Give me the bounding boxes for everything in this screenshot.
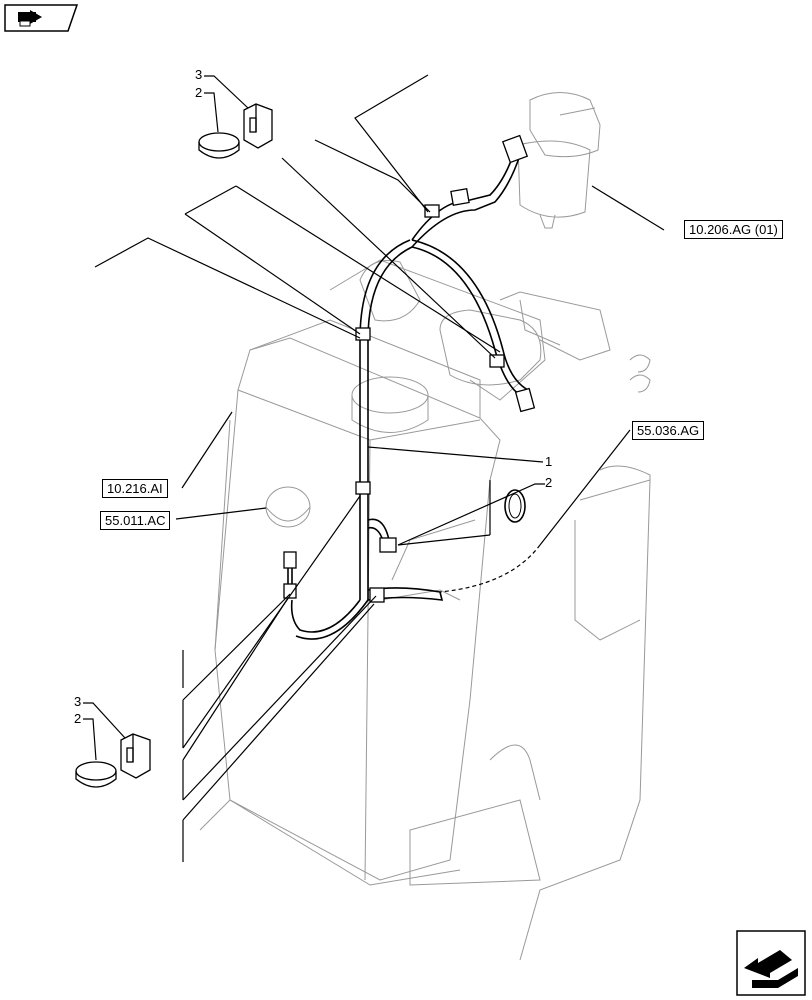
callout-strap-top: 2 (195, 85, 203, 100)
callout-grommet: 2 (545, 475, 553, 490)
callout-clip-bottom: 3 (74, 694, 82, 709)
callout-harness: 1 (545, 454, 553, 469)
reference-label-harness[interactable]: 55.036.AG (632, 421, 705, 440)
next-page-arrow-icon[interactable] (736, 930, 806, 996)
page-nav-arrow-icon[interactable] (4, 4, 78, 32)
grommet (504, 489, 526, 523)
reference-label-sender[interactable]: 55.011.AC (100, 511, 171, 530)
engine-connector (501, 134, 529, 164)
reference-label-engine[interactable]: 10.206.AG (01) (684, 220, 783, 239)
cable-clip (243, 103, 273, 149)
reference-label-tank[interactable]: 10.216.AI (102, 479, 168, 498)
callout-clip-top: 3 (195, 67, 203, 82)
fuel-filter-component (517, 140, 591, 218)
wiring-harness (359, 340, 369, 600)
callout-strap-bottom: 2 (74, 711, 82, 726)
cable-strap (198, 132, 240, 152)
fuel-tank-outline (214, 337, 501, 881)
